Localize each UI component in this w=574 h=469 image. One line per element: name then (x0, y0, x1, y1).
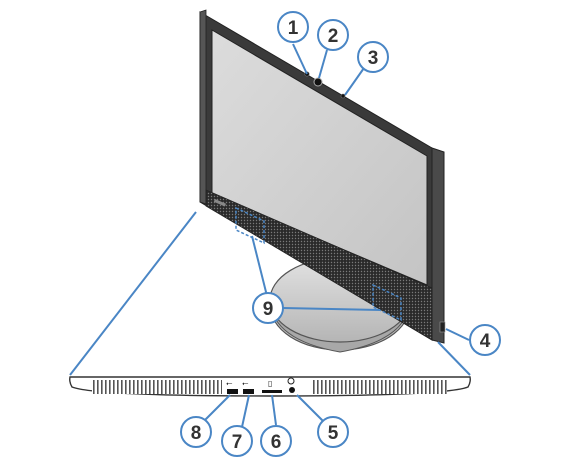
callout-5: 5 (317, 416, 349, 448)
bottom-edge-view: ⭠ ⭠ ▯ (69, 376, 471, 397)
svg-text:9: 9 (263, 299, 274, 320)
audio-jack (289, 387, 295, 393)
callout-9: 9 (252, 292, 284, 324)
svg-text:7: 7 (232, 432, 243, 453)
headset-icon (287, 377, 295, 385)
svg-text:3: 3 (368, 48, 379, 69)
microphone-right (340, 93, 346, 99)
speaker-bar (205, 189, 433, 341)
side-port (439, 321, 446, 333)
callout-7: 7 (221, 425, 253, 457)
svg-text:6: 6 (271, 432, 282, 453)
svg-text:8: 8 (191, 423, 202, 444)
usb-port-7 (243, 389, 254, 394)
usb-port-8 (227, 389, 238, 394)
monitor (199, 9, 445, 344)
svg-text:2: 2 (328, 26, 339, 47)
svg-text:1: 1 (288, 18, 299, 39)
card-icon: ▯ (268, 379, 272, 388)
svg-text:4: 4 (480, 331, 491, 352)
callout-8: 8 (180, 416, 212, 448)
card-reader-slot (262, 390, 282, 393)
callout-6: 6 (260, 425, 292, 457)
speaker-left-highlight (235, 206, 265, 245)
callout-1: 1 (277, 11, 309, 43)
callout-4: 4 (469, 324, 501, 356)
callout-3: 3 (357, 41, 389, 73)
svg-text:5: 5 (328, 423, 339, 444)
usb-icon: ⭠ (226, 379, 233, 388)
usb3-icon: ⭠ (242, 379, 249, 388)
callout-2: 2 (317, 19, 349, 51)
speaker-right-highlight (372, 283, 402, 322)
camera-lens (313, 77, 323, 87)
